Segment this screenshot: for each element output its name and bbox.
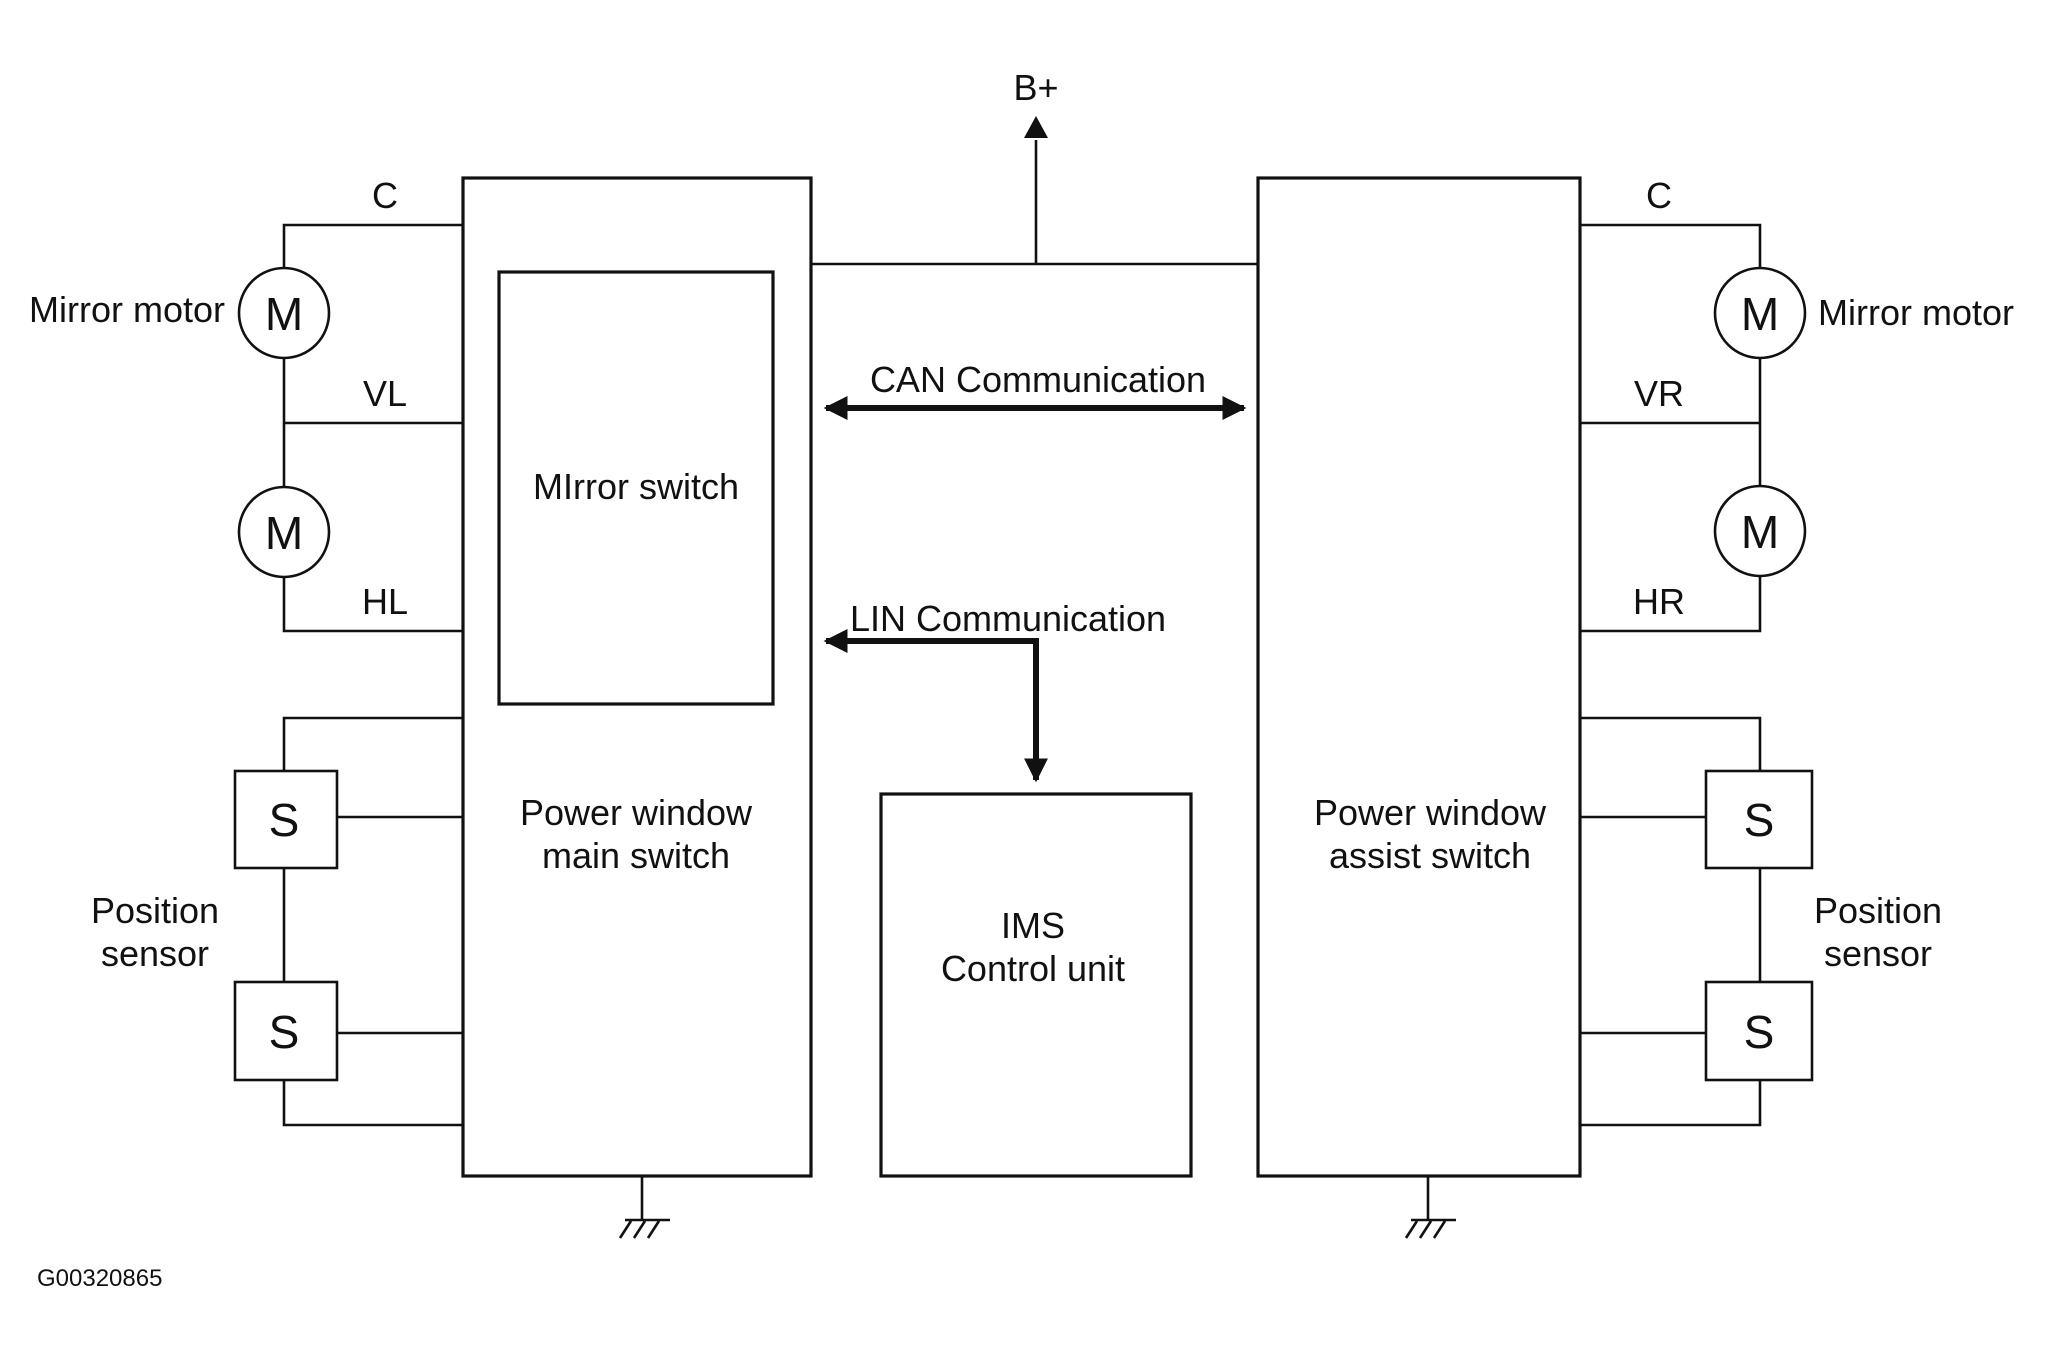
left-position-sensor-lower <box>233 980 339 1082</box>
right-position-sensor-lower <box>1704 980 1814 1082</box>
right-mirror-motor-lower <box>1713 484 1807 578</box>
right-terminal-c: C <box>1646 175 1672 216</box>
left-motor-label: Mirror motor <box>29 289 225 330</box>
right-motor-label: Mirror motor <box>1818 292 2014 333</box>
assist-switch-box <box>1256 176 1582 1178</box>
figure-id: G00320865 <box>37 1265 162 1292</box>
main-switch-label-1: Power window <box>520 792 753 833</box>
supply-label: B+ <box>1013 67 1058 108</box>
left-terminal-v: VL <box>363 373 407 414</box>
left-sensor-label-2: sensor <box>101 933 209 974</box>
sensor-symbol: S <box>1744 1006 1775 1058</box>
right-sensor-label-2: sensor <box>1824 933 1932 974</box>
left-terminal-h: HL <box>362 581 408 622</box>
motor-symbol: M <box>1741 288 1779 340</box>
ground-icon <box>618 1176 670 1239</box>
motor-symbol: M <box>265 507 303 559</box>
left-position-sensor-upper <box>233 769 339 870</box>
sensor-symbol: S <box>1744 794 1775 846</box>
ims-control-unit-box <box>879 792 1193 1178</box>
mirror-switch-label: MIrror switch <box>533 466 739 507</box>
motor-symbol: M <box>265 288 303 340</box>
lin-bus-arrow <box>823 629 1048 783</box>
left-sensor-label-1: Position <box>91 890 219 931</box>
sensor-symbol: S <box>269 1006 300 1058</box>
right-terminal-v: VR <box>1634 373 1684 414</box>
supply-arrow-icon <box>1024 116 1048 138</box>
left-mirror-motor-upper <box>237 266 331 360</box>
assist-switch-label-2: assist switch <box>1329 835 1531 876</box>
ims-label-1: IMS <box>1001 905 1065 946</box>
sensor-symbol: S <box>269 794 300 846</box>
right-terminal-h: HR <box>1633 581 1685 622</box>
mirror-switch-box <box>497 270 775 706</box>
left-wiring <box>282 223 463 1127</box>
ims-label-2: Control unit <box>941 948 1125 989</box>
lin-bus-label: LIN Communication <box>850 598 1166 639</box>
ground-icon <box>1404 1176 1456 1239</box>
left-terminal-c: C <box>372 175 398 216</box>
left-mirror-motor-lower <box>237 485 331 579</box>
right-mirror-motor-upper <box>1713 266 1807 360</box>
supply-line <box>811 116 1258 266</box>
right-position-sensor-upper <box>1704 769 1814 870</box>
motor-symbol: M <box>1741 506 1779 558</box>
can-bus-label: CAN Communication <box>870 359 1206 400</box>
right-wiring <box>1580 223 1762 1127</box>
right-sensor-label-1: Position <box>1814 890 1942 931</box>
assist-switch-label-1: Power window <box>1314 792 1547 833</box>
main-switch-label-2: main switch <box>542 835 730 876</box>
